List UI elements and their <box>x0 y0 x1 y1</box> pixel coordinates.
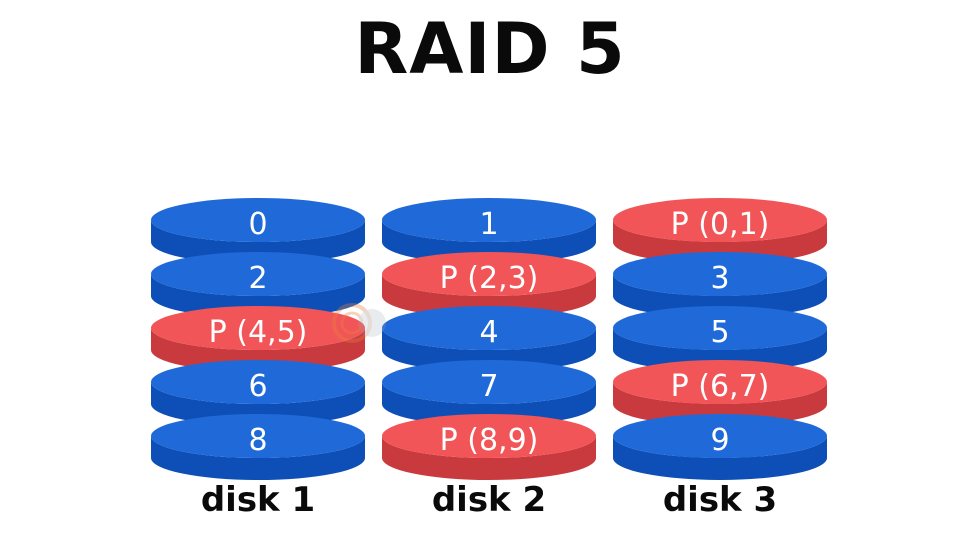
block-label: 5 <box>710 315 729 350</box>
block-label: 8 <box>248 423 267 458</box>
data-block: 9 <box>613 414 827 480</box>
data-block: 5 <box>613 306 827 372</box>
block-label: 2 <box>248 261 267 296</box>
parity-block: P (6,7) <box>613 360 827 426</box>
disk-stack-3: P (0,1) 3 5 P (6,7) 9 <box>613 198 827 480</box>
data-block: 1 <box>382 198 596 264</box>
disk-label-1: disk 1 <box>200 480 316 520</box>
disk-stack-2: 1 P (2,3) 4 7 P (8,9) <box>382 198 596 480</box>
block-label: 1 <box>479 207 498 242</box>
parity-block: P (2,3) <box>382 252 596 318</box>
block-label: P (0,1) <box>671 207 770 242</box>
platter-top <box>382 306 596 350</box>
block-label: 9 <box>710 423 729 458</box>
platter-top <box>151 198 365 242</box>
platter-top <box>613 306 827 350</box>
block-label: 7 <box>479 369 498 404</box>
block-label: P (6,7) <box>671 369 770 404</box>
data-block: 3 <box>613 252 827 318</box>
diagram-title: RAID 5 <box>354 8 626 90</box>
data-block: 6 <box>151 360 365 426</box>
platter-top <box>151 252 365 296</box>
platter-top <box>613 360 827 404</box>
platter-top <box>382 252 596 296</box>
platter-top <box>613 252 827 296</box>
block-label: P (4,5) <box>209 315 308 350</box>
disk-label-2: disk 2 <box>431 480 547 520</box>
watermark-icon <box>332 303 386 343</box>
disk-label-3: disk 3 <box>662 480 778 520</box>
block-label: P (2,3) <box>440 261 539 296</box>
parity-block: P (8,9) <box>382 414 596 480</box>
disk-stack-1: 0 2 P (4,5) 6 8 <box>151 198 365 480</box>
parity-block: P (4,5) <box>151 306 365 372</box>
platter-top <box>151 306 365 350</box>
block-label: 6 <box>248 369 267 404</box>
platter-top <box>382 360 596 404</box>
parity-block: P (0,1) <box>613 198 827 264</box>
platter-top <box>613 198 827 242</box>
block-label: 0 <box>248 207 267 242</box>
data-block: 2 <box>151 252 365 318</box>
data-block: 7 <box>382 360 596 426</box>
block-label: 3 <box>710 261 729 296</box>
block-label: 4 <box>479 315 498 350</box>
platter-top <box>151 360 365 404</box>
data-block: 0 <box>151 198 365 264</box>
platter-top <box>382 414 596 458</box>
platter-top <box>151 414 365 458</box>
platter-top <box>613 414 827 458</box>
block-label: P (8,9) <box>440 423 539 458</box>
data-block: 4 <box>382 306 596 372</box>
platter-top <box>382 198 596 242</box>
data-block: 8 <box>151 414 365 480</box>
